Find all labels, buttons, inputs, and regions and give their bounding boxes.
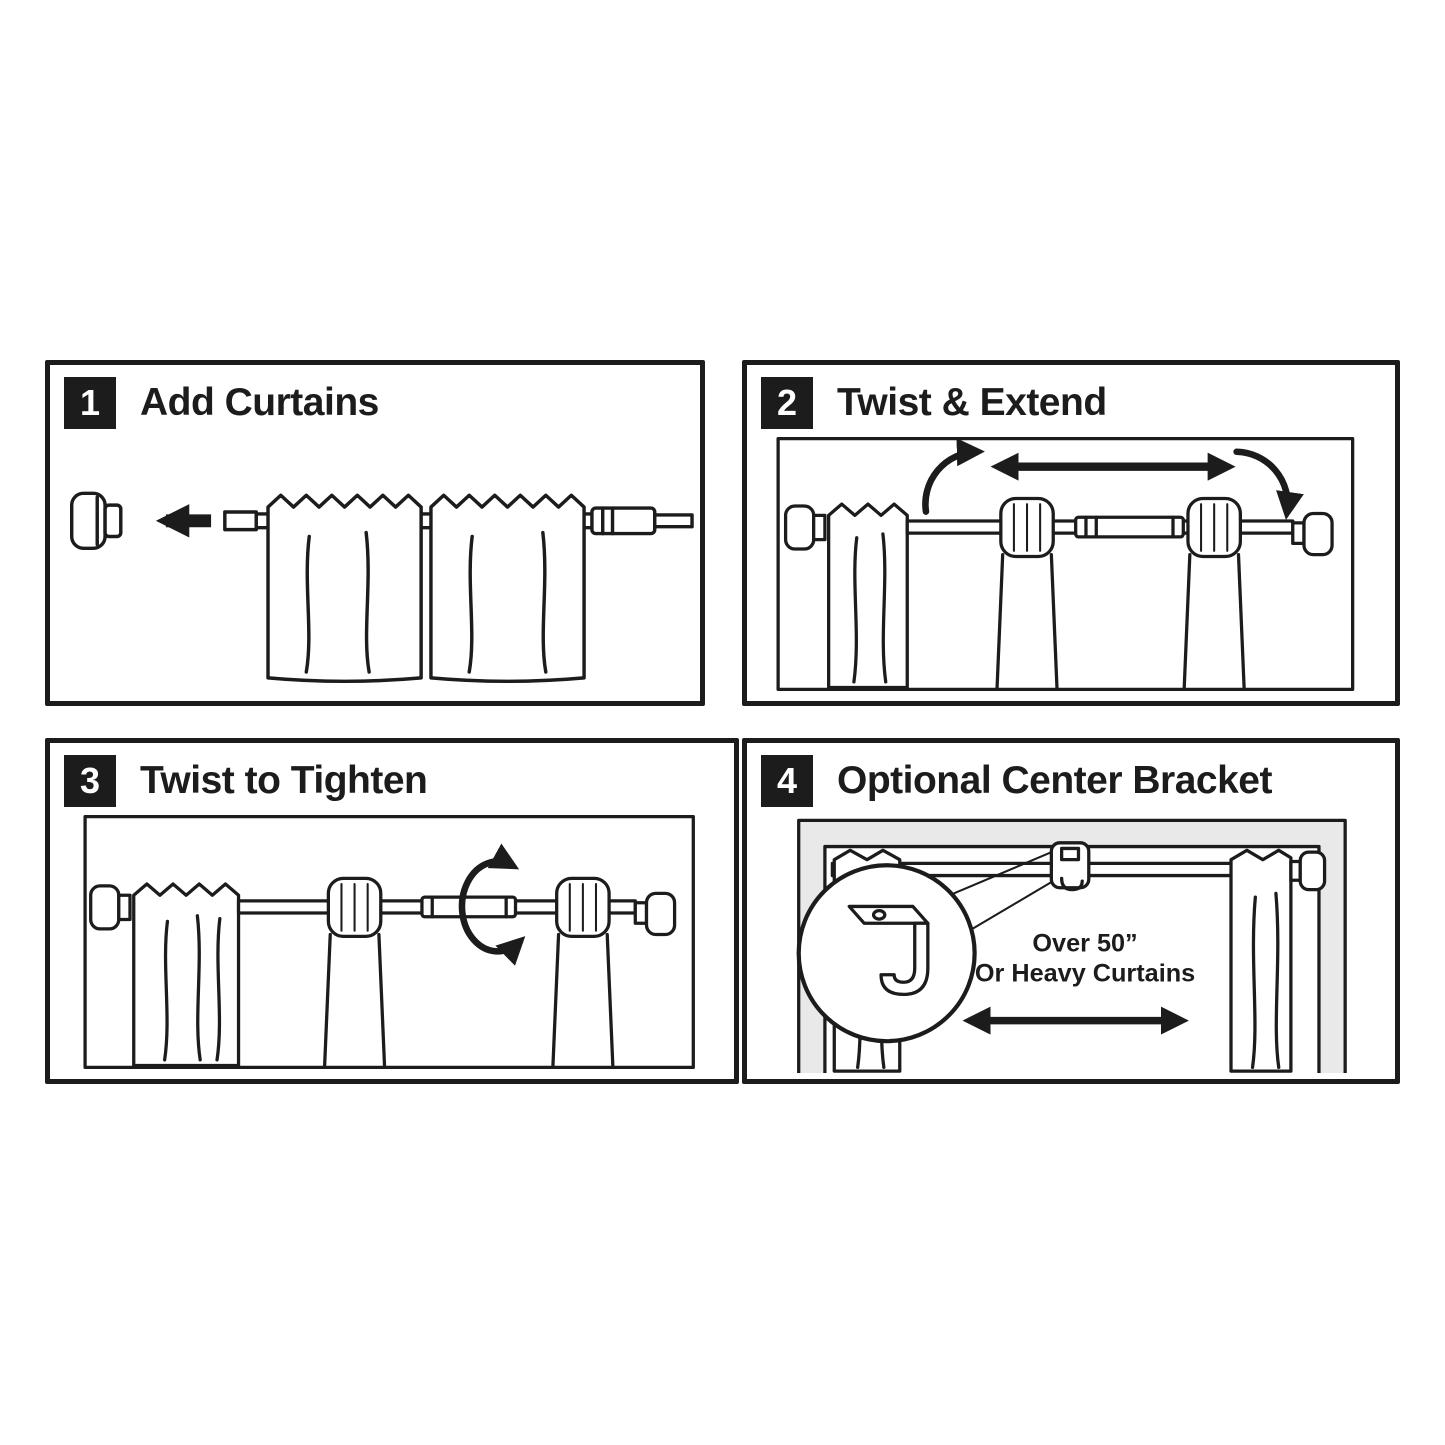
panel-title: Optional Center Bracket xyxy=(837,759,1272,802)
rotate-arrow-icon xyxy=(458,843,526,966)
panel-title: Twist to Tighten xyxy=(140,759,428,802)
hand-icon xyxy=(551,876,615,1068)
curtain-panel-left xyxy=(266,493,423,683)
finial-right-icon xyxy=(633,891,677,937)
hand-icon xyxy=(322,876,387,1068)
center-bracket-on-rod-icon xyxy=(1049,841,1091,892)
screw-hole-icon xyxy=(871,909,887,921)
finial-right-icon xyxy=(1289,850,1327,892)
finial-left-icon xyxy=(783,504,827,551)
panel-title: Twist & Extend xyxy=(837,381,1107,424)
panel-2-header: 2 Twist & Extend xyxy=(761,377,1107,429)
step-number-badge: 3 xyxy=(64,755,116,807)
curtain-panel xyxy=(132,882,241,1068)
hand-icon xyxy=(995,496,1059,690)
step2-illustration xyxy=(753,433,1389,695)
note-line2: Or Heavy Curtains xyxy=(975,959,1195,987)
panel-step-3: 3 Twist to Tighten xyxy=(45,738,739,1084)
step-number-badge: 4 xyxy=(761,755,813,807)
panel-step-2: 2 Twist & Extend xyxy=(742,360,1400,706)
step3-illustration xyxy=(56,811,728,1073)
bracket-hook-icon xyxy=(847,904,930,925)
twist-arrow-right-icon xyxy=(1233,448,1304,520)
rod-adjustable-end xyxy=(590,506,694,536)
curtain-panel-right xyxy=(1229,848,1293,1073)
hand-icon xyxy=(1182,496,1246,690)
curtain-panel-right xyxy=(429,493,586,683)
step-number-badge: 2 xyxy=(761,377,813,429)
step4-illustration: Over 50” Or Heavy Curtains xyxy=(753,811,1389,1073)
panel-step-1: 1 Add Curtains xyxy=(45,360,705,706)
bracket-detail-circle xyxy=(796,863,977,1044)
panel-3-header: 3 Twist to Tighten xyxy=(64,755,428,807)
finial-left-icon xyxy=(89,884,132,931)
twist-arrow-left-icon xyxy=(922,438,985,515)
panel-title: Add Curtains xyxy=(140,381,379,424)
callout-leader-lines xyxy=(953,851,1053,938)
panel-step-4: 4 Optional Center Bracket xyxy=(742,738,1400,1084)
note-line1: Over 50” xyxy=(1032,929,1137,957)
detached-finial-icon xyxy=(69,491,123,551)
curtain-panel xyxy=(827,502,909,690)
panel-1-header: 1 Add Curtains xyxy=(64,377,379,429)
panel-4-header: 4 Optional Center Bracket xyxy=(761,755,1272,807)
step-number-badge: 1 xyxy=(64,377,116,429)
step1-illustration xyxy=(56,433,694,695)
bracket-hook-icon xyxy=(879,921,930,997)
finial-right-icon xyxy=(1291,511,1334,557)
